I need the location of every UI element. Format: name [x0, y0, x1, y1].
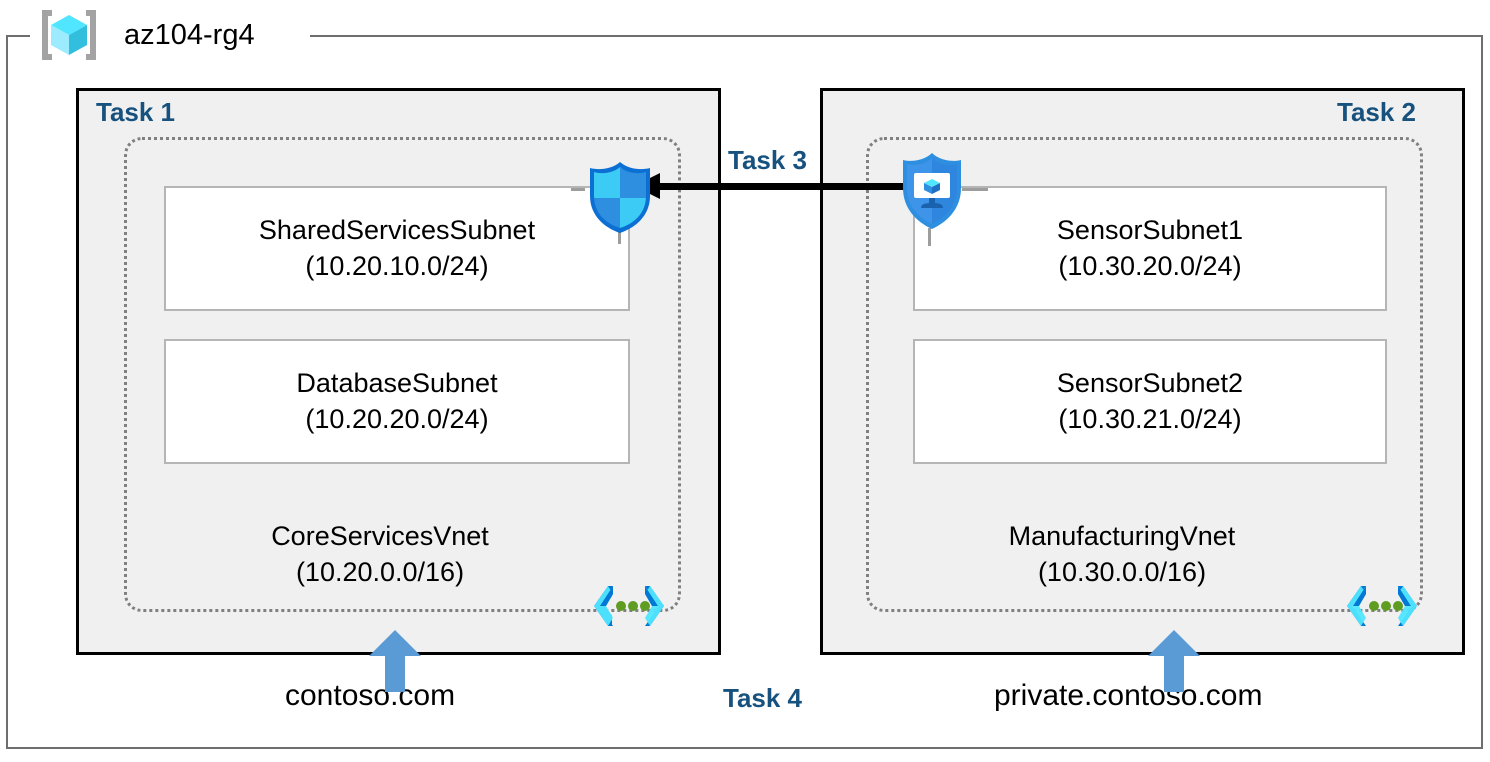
task1-label: Task 1 — [96, 97, 176, 127]
shield-right-connector-stub — [962, 188, 988, 191]
subnet-database: DatabaseSubnet (10.20.20.0/24) — [164, 339, 630, 464]
dns-zone-private-contoso-label: private.contoso.com — [994, 679, 1263, 712]
subnet-sensor-2: SensorSubnet2 (10.30.21.0/24) — [913, 339, 1387, 464]
vnet-core-services-label: CoreServicesVnet (10.20.0.0/16) — [170, 518, 590, 591]
vnet-core-services-container — [124, 137, 681, 612]
resource-group-cube-icon — [36, 7, 102, 63]
shield-right-connector-stub-down — [928, 228, 931, 246]
subnet-shared-services: SharedServicesSubnet (10.20.10.0/24) — [164, 186, 630, 311]
resource-group-name: az104-rg4 — [116, 18, 263, 52]
vnet-core-services-name: CoreServicesVnet — [271, 521, 489, 551]
task4-label: Task 4 — [723, 683, 803, 713]
vnet-manufacturing-label: ManufacturingVnet (10.30.0.0/16) — [912, 518, 1332, 591]
vnet-core-services-cidr: (10.20.0.0/16) — [295, 557, 465, 588]
resource-group-frame — [6, 35, 1483, 749]
subnet-sensor-1-name: SensorSubnet1 — [1056, 214, 1244, 245]
vnet-manufacturing-name: ManufacturingVnet — [1008, 521, 1236, 551]
shield-left-connector-stub-down — [618, 228, 621, 244]
task2-label: Task 2 — [1337, 97, 1417, 127]
dns-zone-contoso-label: contoso.com — [285, 679, 456, 712]
shield-left-connector-stub — [571, 188, 585, 191]
shield-icon — [581, 158, 659, 236]
dns-link-arrow-up — [369, 630, 421, 692]
subnet-shared-services-name: SharedServicesSubnet — [258, 214, 536, 245]
subnet-sensor-2-name: SensorSubnet2 — [1056, 367, 1244, 398]
subnet-database-name: DatabaseSubnet — [296, 367, 498, 398]
subnet-sensor-2-cidr: (10.30.21.0/24) — [1058, 403, 1242, 434]
subnet-sensor-1: SensorSubnet1 (10.30.20.0/24) — [913, 186, 1387, 311]
subnet-database-cidr: (10.20.20.0/24) — [305, 403, 489, 434]
vnet-manufacturing-container — [866, 137, 1423, 612]
subnet-sensor-1-cidr: (10.30.20.0/24) — [1058, 250, 1242, 281]
shield-monitor-icon — [897, 150, 967, 232]
task3-label: Task 3 — [722, 145, 814, 176]
resource-group-header: az104-rg4 — [36, 6, 263, 64]
subnet-shared-services-cidr: (10.20.10.0/24) — [305, 250, 489, 281]
dns-link-arrow-up — [1148, 630, 1200, 692]
virtual-network-icon — [1346, 583, 1418, 629]
virtual-network-icon — [593, 583, 665, 629]
vnet-peering-arrow-line — [655, 183, 907, 190]
vnet-manufacturing-cidr: (10.30.0.0/16) — [1037, 557, 1207, 588]
